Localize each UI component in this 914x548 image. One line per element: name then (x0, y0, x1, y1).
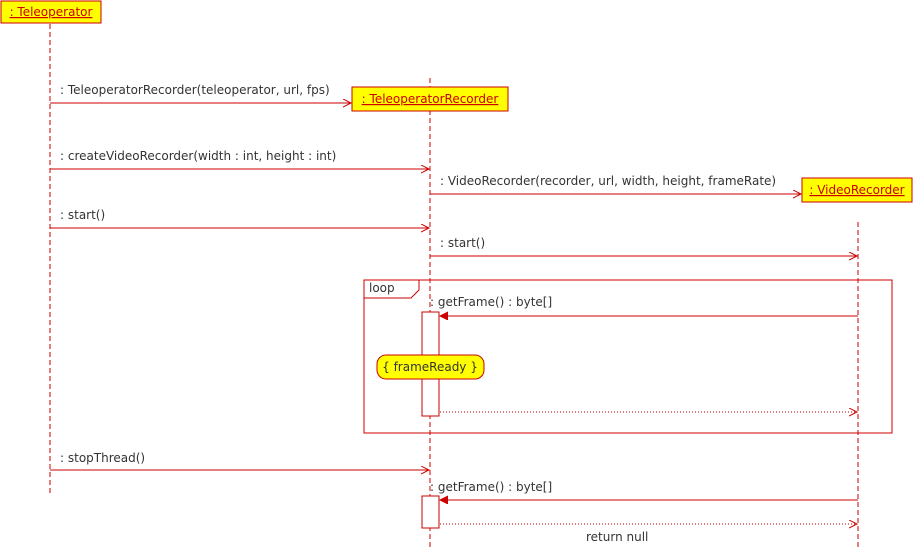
message-create-video-recorder: : createVideoRecorder(width : int, heigh… (50, 149, 429, 169)
loop-operator-label: loop (369, 281, 395, 295)
message-start-video-recorder: : start() (430, 236, 857, 256)
activation-bar (421, 495, 440, 529)
message-label: : getFrame() : byte[] (430, 295, 552, 309)
recorder-object-label: : TeleoperatorRecorder (362, 92, 499, 106)
message-get-frame-loop: : getFrame() : byte[] (430, 295, 858, 316)
message-label: : stopThread() (60, 451, 145, 465)
message-label: : TeleoperatorRecorder(teleoperator, url… (60, 83, 330, 97)
loop-fragment: loop (363, 279, 893, 434)
teleoperator-object-label: : Teleoperator (10, 5, 93, 19)
message-label: : createVideoRecorder(width : int, heigh… (60, 149, 336, 163)
message-label: : VideoRecorder(recorder, url, width, he… (440, 174, 776, 188)
message-get-frame-final: : getFrame() : byte[] (430, 480, 858, 500)
teleoperator-object[interactable]: : Teleoperator (0, 0, 102, 24)
video-recorder-object[interactable]: : VideoRecorder (801, 177, 913, 203)
message-label: : start() (60, 208, 105, 222)
video-recorder-object-label: : VideoRecorder (809, 183, 904, 197)
message-teleoperator-recorder-constructor: : TeleoperatorRecorder(teleoperator, url… (50, 83, 351, 103)
message-label: : getFrame() : byte[] (430, 480, 552, 494)
message-video-recorder-constructor: : VideoRecorder(recorder, url, width, he… (430, 174, 801, 194)
constraint-label: { frameReady } (382, 360, 478, 374)
return-label: return null (586, 530, 648, 544)
recorder-object[interactable]: : TeleoperatorRecorder (351, 86, 509, 112)
frame-ready-constraint: { frameReady } (376, 354, 485, 380)
message-stop-thread: : stopThread() (50, 451, 429, 470)
message-label: : start() (440, 236, 485, 250)
message-start-recorder: : start() (50, 208, 429, 228)
return-null-message: return null (440, 524, 857, 544)
